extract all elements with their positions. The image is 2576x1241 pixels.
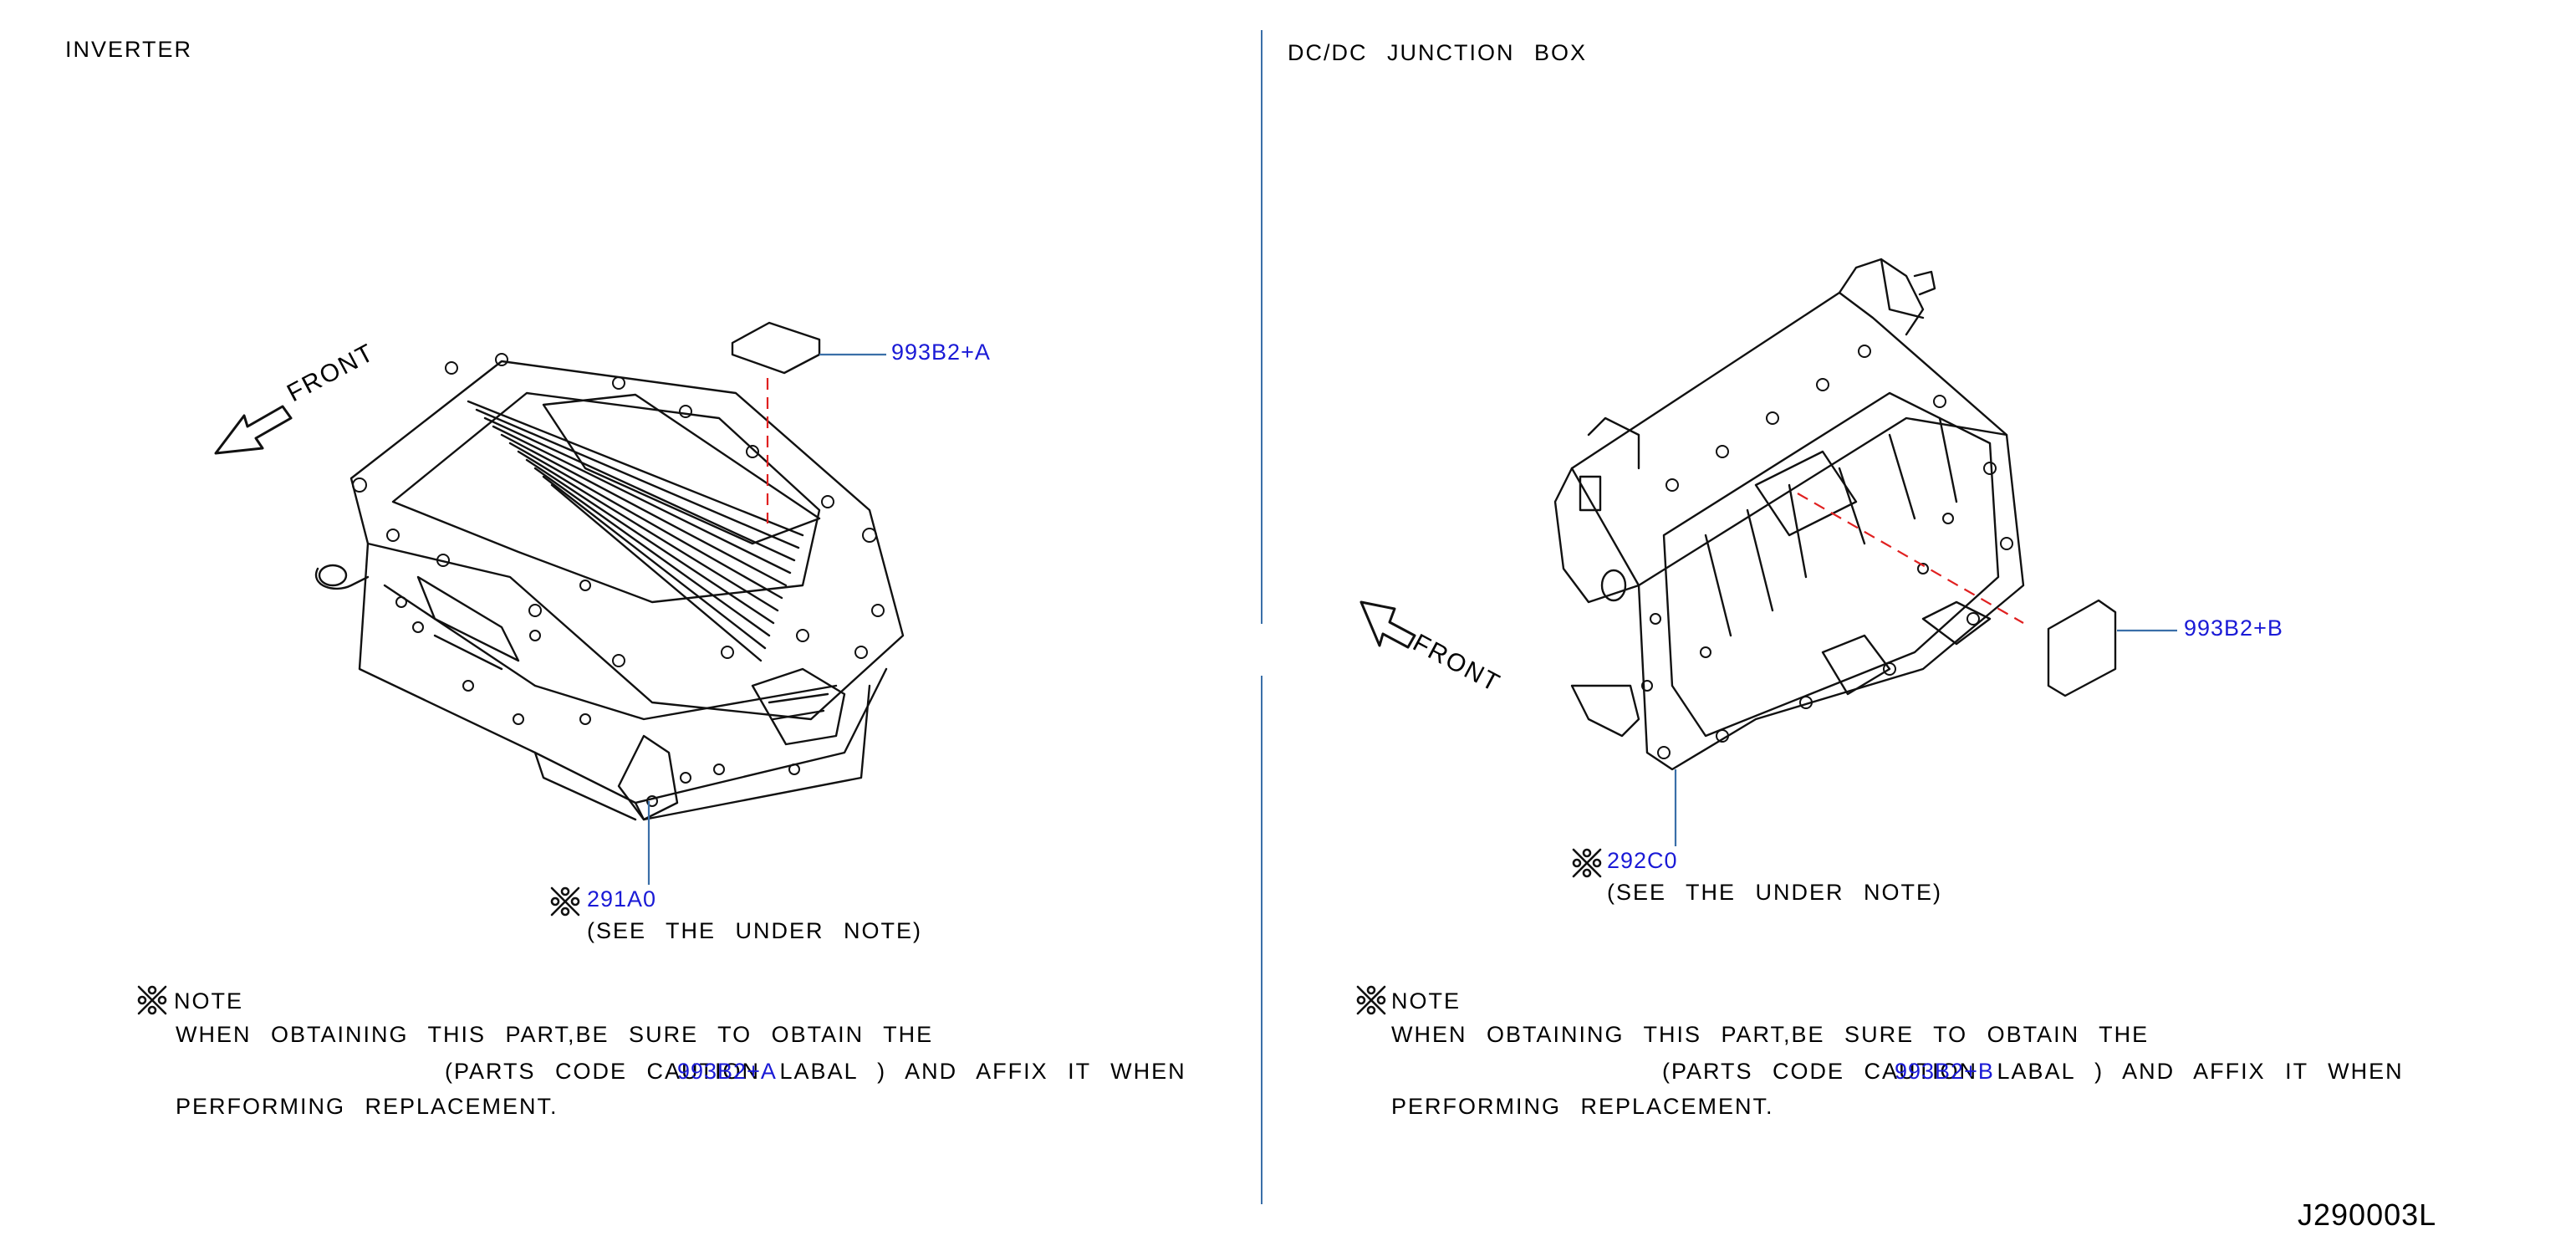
note-line3-right: PERFORMING REPLACEMENT. [1391,1094,1774,1119]
caution-label-plate-left [731,321,821,375]
section-divider-top [1261,30,1262,624]
caution-label-plate-right [2047,599,2117,697]
note-mark-left-icon [137,985,167,1015]
inverter-title: INVERTER [65,37,193,62]
note-line2-right: (PARTS CODE CAUTION LABAL ) AND AFFIX IT… [1662,1059,2404,1084]
note-line3-left: PERFORMING REPLACEMENT. [176,1094,559,1119]
see-note-right: (SEE THE UNDER NOTE) [1607,880,1943,905]
front-arrow-left-icon [214,405,293,455]
note-line2-left: (PARTS CODE CAUTION LABAL ) AND AFFIX IT… [445,1059,1186,1084]
note-mark-right-icon [1356,985,1386,1015]
callout-993b2b[interactable]: 993B2+B [2184,615,2283,641]
note-heading-right: NOTE [1391,988,1461,1014]
section-divider-bottom [1261,676,1262,1204]
callout-291a0[interactable]: 291A0 [587,886,657,912]
reference-mark-291a0-icon [550,886,580,917]
callout-292c0[interactable]: 292C0 [1607,848,1678,873]
label-position-line-right [1797,493,2024,624]
junction-box-drawing [1359,258,2117,771]
see-note-left: (SEE THE UNDER NOTE) [587,918,923,943]
inverter-drawing [214,321,905,821]
callout-993b2a[interactable]: 993B2+A [891,340,991,365]
note-code-right[interactable]: 993B2+B [1895,1059,1994,1084]
note-code-left[interactable]: 993B2+A [677,1059,777,1084]
reference-mark-292c0-icon [1572,848,1602,878]
note-line1-right: WHEN OBTAINING THIS PART,BE SURE TO OBTA… [1391,1022,2150,1047]
diagram-id: J290003L [2298,1198,2437,1232]
note-line1-left: WHEN OBTAINING THIS PART,BE SURE TO OBTA… [176,1022,934,1047]
junction-box-title: DC/DC JUNCTION BOX [1288,40,1588,65]
note-heading-left: NOTE [174,988,244,1014]
front-arrow-right-icon [1359,600,1416,649]
